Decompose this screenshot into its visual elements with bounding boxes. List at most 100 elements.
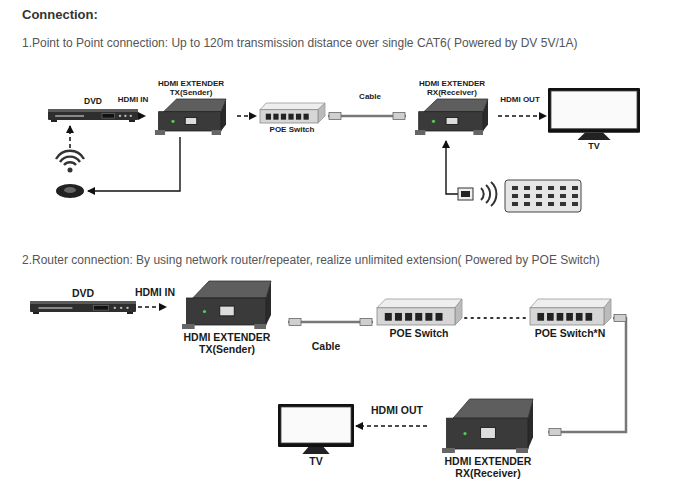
extender-front [419, 112, 483, 131]
hdmi-port [446, 118, 458, 125]
device-label: DVD [72, 286, 94, 300]
switch-port [557, 313, 564, 321]
dvd-button [126, 307, 128, 309]
sw-icon [375, 298, 463, 326]
rj45-plug [360, 319, 372, 326]
remote-button [524, 202, 530, 206]
switch-port [288, 114, 293, 120]
hdmi-port [185, 118, 197, 125]
dvd-icon [48, 108, 138, 122]
dvd-top [48, 109, 138, 112]
extender-front [159, 112, 221, 131]
switch-port [273, 114, 278, 120]
section-heading: 2.Router connection: By using network ro… [22, 253, 600, 267]
status-led [432, 120, 435, 123]
ir-plug [458, 188, 473, 200]
switch-side [318, 103, 325, 123]
tv-bezel [548, 88, 640, 133]
ir-plug [461, 191, 470, 197]
tv-icon [548, 88, 640, 140]
hdmi-arrow [498, 116, 546, 117]
rj45-plug [614, 315, 626, 322]
switch-port [415, 313, 422, 321]
tv-icon [278, 404, 354, 454]
sw-icon [528, 298, 612, 326]
remote-button [560, 194, 566, 198]
switch-top [530, 299, 611, 308]
rj45-plug [549, 429, 561, 436]
switch-front [260, 110, 318, 123]
hdmi-arrow [356, 426, 427, 427]
extender-front [187, 298, 267, 325]
extender-flange [212, 130, 221, 135]
switch-port [395, 313, 402, 321]
switch-side [604, 299, 611, 325]
connector-line [237, 115, 256, 117]
extender-top [193, 281, 271, 298]
switch-port [537, 313, 544, 321]
connector-line [140, 115, 145, 117]
remote-button [560, 202, 566, 206]
switch-front [377, 308, 455, 325]
remote-control [505, 180, 581, 212]
remote-button [572, 202, 578, 206]
device-label: POE Switch [270, 124, 315, 135]
device-label: HDMI EXTENDER RX(Receiver) [429, 454, 547, 480]
wireless-symbol [68, 168, 73, 173]
rj45-plug [393, 113, 405, 120]
dvd-foot [127, 312, 133, 314]
device-node: TV [278, 404, 354, 468]
switch-port [547, 313, 554, 321]
connector-line [138, 306, 166, 308]
device-node: DVD [30, 286, 136, 314]
switch-port [566, 313, 573, 321]
remote-button [524, 186, 530, 190]
wireless-symbol [60, 157, 80, 162]
remote-button [536, 194, 542, 198]
hdmi-port [220, 306, 234, 316]
dvd-display [94, 306, 109, 310]
remote-button [548, 186, 554, 190]
extender-top [164, 99, 226, 112]
device-label: POE Switch*N [535, 326, 606, 340]
section-heading: 1.Point to Point connection: Up to 120m … [22, 36, 577, 50]
extender-top [424, 99, 488, 112]
remote-button [572, 194, 578, 198]
device-label: HDMI EXTENDER RX(Receiver) [408, 78, 496, 98]
ir-wire [446, 141, 458, 194]
tv-bezel [278, 404, 354, 447]
remote-button [512, 186, 518, 190]
dvd-button [124, 114, 126, 116]
connector-line [465, 317, 526, 319]
switch-port [266, 114, 271, 120]
device-label: HDMI EXTENDER TX(Sender) [168, 330, 286, 356]
device-node: HDMI EXTENDER TX(Sender) [168, 280, 286, 356]
switch-port [304, 114, 309, 120]
remote-button [560, 186, 566, 190]
extender-front [447, 418, 528, 449]
dvd-button [114, 307, 116, 309]
ir-wave [486, 185, 490, 203]
extender-top [453, 399, 533, 418]
switch-port [385, 313, 392, 321]
wireless-symbol [56, 151, 84, 159]
extender-side [266, 281, 271, 325]
device-node: TV [548, 88, 640, 152]
ext-icon [415, 98, 489, 136]
hdmi-port [481, 427, 496, 438]
status-led [463, 432, 466, 435]
switch-port [281, 114, 286, 120]
switch-port [586, 313, 593, 321]
device-label: POE Switch [390, 326, 449, 340]
edge-label: HDMI IN [116, 95, 151, 104]
ext-icon [442, 398, 534, 454]
extender-flange [155, 130, 165, 135]
extender-flange [516, 448, 528, 453]
hdmi-arrow [140, 116, 145, 117]
extender-side [528, 399, 533, 449]
edge-label: Cable [357, 92, 383, 101]
device-label: TV [309, 454, 322, 468]
dvd-foot [33, 312, 39, 314]
extender-flange [182, 324, 195, 329]
remote-button [572, 186, 578, 190]
